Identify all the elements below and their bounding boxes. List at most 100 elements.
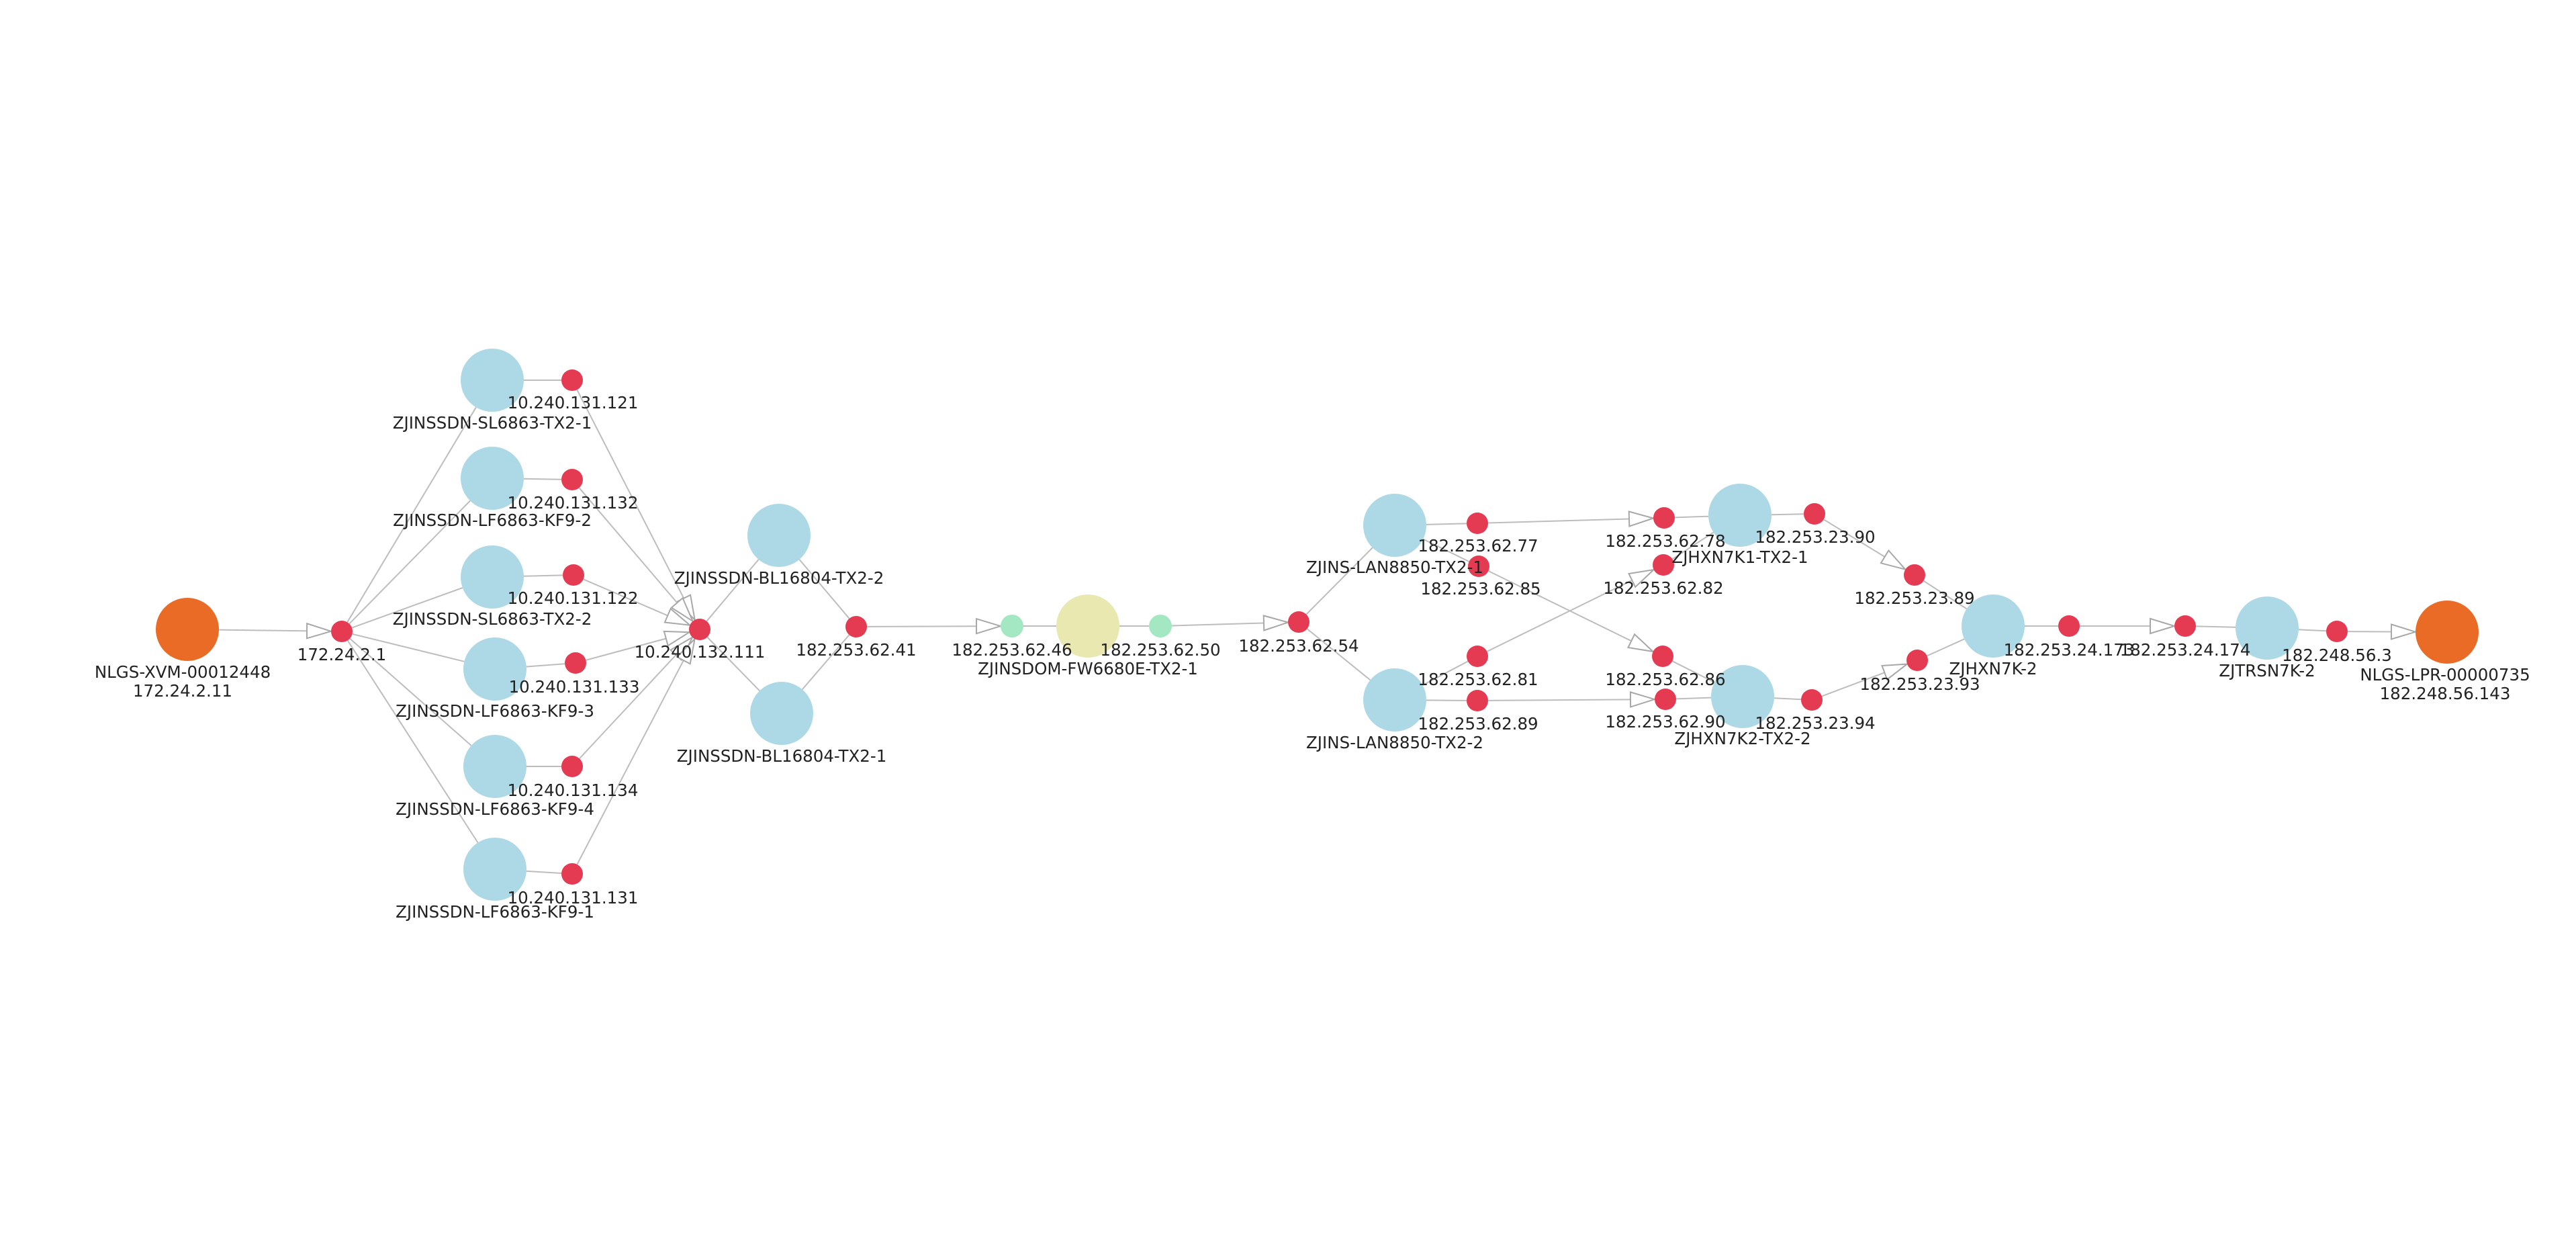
link-ip_133-to-ip_132_111: [586, 637, 667, 661]
interface-node-ip-62-81[interactable]: [1467, 646, 1488, 667]
node-label: 10.240.131.131: [508, 888, 639, 907]
link-ip_24_174-to-trsn: [2195, 625, 2236, 628]
device-node-lf-kf9-2[interactable]: [461, 447, 524, 510]
device-node-hxn-k1[interactable]: [1708, 484, 1772, 547]
link-lf_kf9_1-to-ip_131: [526, 870, 562, 874]
link-lan_tx2_2-to-ip_62_81: [1422, 660, 1469, 686]
interface-node-ip-172-24-2-1[interactable]: [331, 621, 353, 642]
link-ip_121-to-ip_132_111: [576, 389, 685, 599]
node-label: ZJINSSDN-LF6863-KF9-2: [393, 511, 592, 530]
node-label: 182.253.62.41: [796, 640, 916, 660]
node-label: 182.253.23.94: [1755, 713, 1875, 733]
link-ip_131-to-ip_132_111: [576, 660, 684, 865]
arrowhead-icon: [2390, 623, 2418, 640]
node-label: 182.248.56.143: [2380, 684, 2511, 703]
interface-node-ip-56-3[interactable]: [2326, 621, 2348, 642]
node-label: ZJINS-LAN8850-TX2-1: [1306, 558, 1483, 577]
link-ip_23_93-to-hxn7k2: [1927, 638, 1965, 657]
node-label: 182.253.23.93: [1859, 674, 1980, 694]
node-label: NLGS-XVM-00012448: [95, 662, 271, 682]
arrowhead-icon: [1629, 691, 1657, 708]
node-label: 172.24.2.1: [297, 645, 386, 664]
link-ip_62_54-to-lan_tx2_2: [1306, 628, 1371, 681]
device-node-sl-tx2-1[interactable]: [461, 349, 524, 412]
device-node-sl-tx2-2[interactable]: [461, 545, 524, 609]
device-node-hxn-k2[interactable]: [1711, 665, 1774, 728]
nodes-layer: [156, 349, 2479, 901]
link-ip_62_85-to-ip_62_86: [1487, 570, 1632, 642]
interface-node-ip-24-173[interactable]: [2058, 615, 2080, 637]
device-node-hxn7k2[interactable]: [1962, 594, 2025, 658]
link-ip_62_86-to-hxn_k2: [1671, 660, 1715, 683]
interface-node-ip-62-54[interactable]: [1288, 611, 1309, 633]
link-ip_132_111-to-bl_tx2_1: [706, 636, 760, 692]
interface-node-ip-121[interactable]: [561, 369, 583, 391]
interface-node-ip-23-94[interactable]: [1801, 689, 1823, 711]
interface-node-ip-133[interactable]: [565, 652, 586, 674]
interface-node-ip-62-85[interactable]: [1468, 556, 1489, 577]
link-lan_tx2_1-to-ip_62_77: [1426, 523, 1467, 525]
device-node-trsn[interactable]: [2236, 596, 2299, 660]
interface-node-ip-23-90[interactable]: [1804, 503, 1825, 525]
link-ip_172_24_2_1-to-sl_tx2_2: [351, 587, 463, 629]
interface-node-ip-23-89[interactable]: [1904, 564, 1925, 586]
node-label: ZJTRSN7K-2: [2219, 661, 2315, 680]
node-label: 182.253.23.89: [1854, 588, 1974, 608]
interface-node-ip-62-90[interactable]: [1655, 689, 1676, 710]
arrowhead-icon: [663, 630, 692, 647]
interface-node-ip-62-82[interactable]: [1653, 554, 1674, 576]
endpoint-node-dst[interactable]: [2416, 601, 2479, 664]
arrowhead-icon: [976, 617, 1003, 635]
interface-node-ip-131[interactable]: [561, 863, 583, 885]
links-layer: [218, 380, 2418, 874]
node-label: 182.253.24.174: [2120, 640, 2251, 660]
device-node-bl-tx2-1[interactable]: [750, 682, 813, 745]
node-label: 182.253.23.90: [1755, 527, 1875, 547]
node-label: 182.253.62.46: [952, 640, 1072, 660]
node-label: 10.240.131.121: [508, 393, 639, 412]
node-label: ZJINSSDN-LF6863-KF9-3: [396, 701, 594, 721]
endpoint-node-src[interactable]: [156, 598, 219, 661]
interface-node-ip-62-86[interactable]: [1652, 646, 1673, 667]
device-node-bl-tx2-2[interactable]: [747, 504, 811, 567]
arrowhead-icon: [1627, 633, 1655, 653]
link-ip_134-to-ip_132_111: [579, 654, 677, 759]
interface-node-ip-134[interactable]: [561, 756, 583, 777]
interface-node-ip-122[interactable]: [563, 564, 584, 586]
node-label: 10.240.131.134: [508, 781, 639, 800]
node-label: 182.253.62.82: [1603, 578, 1723, 598]
interface-node-ip-62-78[interactable]: [1653, 507, 1675, 529]
arrowhead-icon: [1880, 549, 1908, 571]
node-label: ZJHXN7K1-TX2-1: [1671, 547, 1808, 567]
link-ip_62_50-to-ip_62_54: [1171, 622, 1264, 627]
firewall-node-fw[interactable]: [1056, 594, 1119, 658]
interface-node-ip-62-89[interactable]: [1467, 690, 1488, 711]
firewall-interface-node-ip-62-50[interactable]: [1149, 615, 1172, 637]
link-ip_62_54-to-lan_tx2_1: [1305, 547, 1373, 615]
interface-node-ip-23-93[interactable]: [1906, 650, 1928, 671]
device-node-lan-tx2-1[interactable]: [1363, 494, 1426, 557]
link-ip_23_89-to-hxn7k2: [1923, 580, 1968, 610]
node-label: 172.24.2.11: [133, 681, 232, 701]
node-label: 182.253.24.173: [2004, 640, 2135, 660]
device-node-lf-kf9-3[interactable]: [463, 637, 526, 701]
node-label: 182.253.62.90: [1605, 712, 1725, 732]
link-lf_kf9_3-to-ip_133: [526, 663, 565, 668]
firewall-interface-node-ip-62-46[interactable]: [1001, 615, 1023, 637]
interface-node-ip-24-174[interactable]: [2174, 615, 2196, 637]
link-trsn-to-ip_56_3: [2298, 629, 2327, 632]
arrowhead-icon: [1262, 615, 1291, 631]
device-node-lf-kf9-4[interactable]: [463, 735, 526, 798]
device-node-lan-tx2-2[interactable]: [1363, 668, 1426, 732]
labels-layer: NLGS-XVM-00012448172.24.2.11172.24.2.1ZJ…: [95, 393, 2530, 922]
interface-node-ip-62-77[interactable]: [1467, 513, 1488, 534]
link-ip_122-to-ip_132_111: [583, 578, 668, 617]
interface-node-ip-62-41[interactable]: [845, 616, 867, 637]
device-node-lf-kf9-1[interactable]: [463, 838, 526, 901]
link-ip_62_77-to-ip_62_78: [1487, 518, 1630, 524]
node-label: ZJINSSDN-SL6863-TX2-1: [393, 413, 592, 433]
interface-node-ip-132-111[interactable]: [689, 619, 710, 640]
interface-node-ip-132[interactable]: [561, 469, 583, 490]
node-label: ZJINS-LAN8850-TX2-2: [1306, 733, 1483, 752]
